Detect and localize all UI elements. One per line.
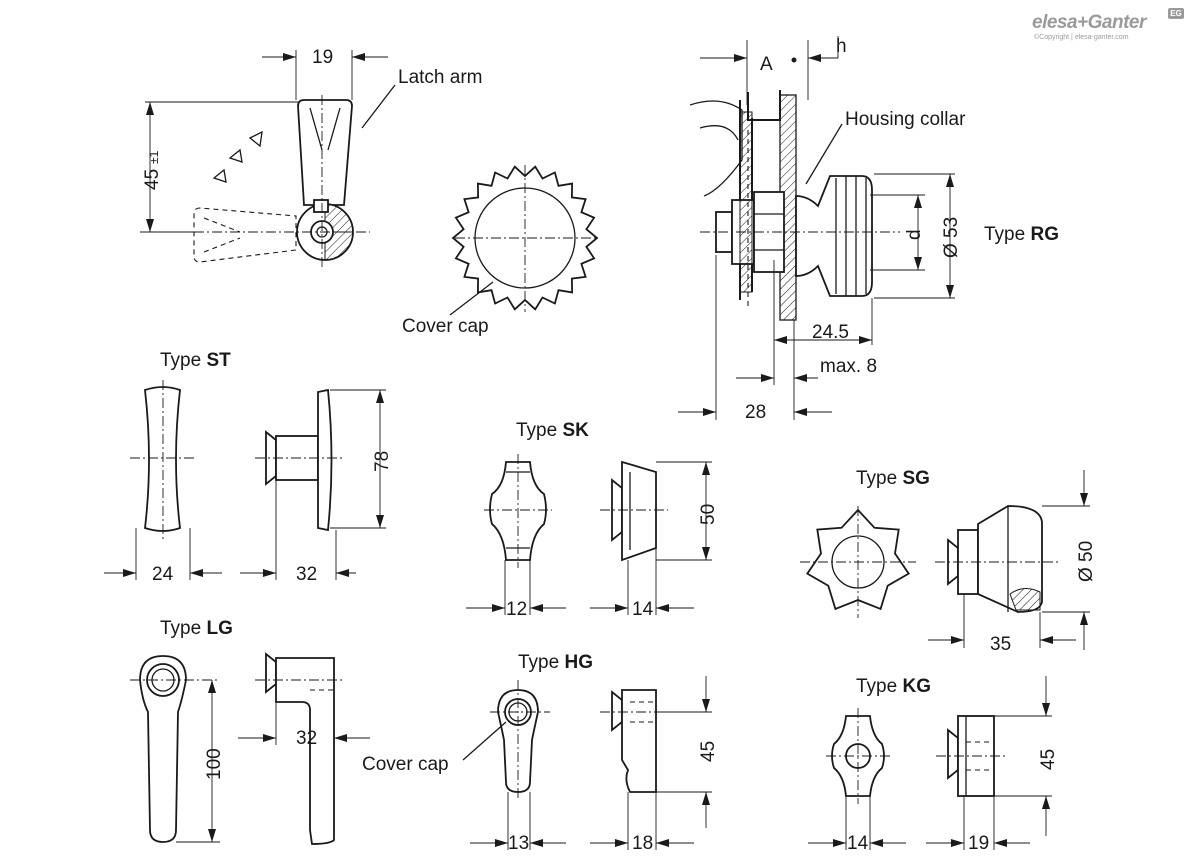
sg-diameter-dim: Ø 50	[1076, 541, 1097, 582]
type-hg: Type HG Cover cap 13 18 45	[362, 652, 719, 854]
latch-width-dim: 19	[312, 47, 333, 68]
latch-tolerance: ±1	[147, 150, 161, 164]
sk-width-dim: 12	[506, 599, 527, 620]
st-depth-dim: 32	[296, 564, 317, 585]
type-sg: Type SG Ø 50 35	[800, 468, 1097, 655]
type-sg-label: Type SG	[856, 468, 930, 489]
rg-max-dim: max. 8	[820, 356, 877, 377]
hg-depth-dim: 18	[632, 833, 653, 854]
type-lg: Type LG 100 32	[130, 618, 370, 845]
type-st: Type ST 24 32 78	[104, 350, 393, 585]
kg-depth-dim: 19	[968, 833, 989, 854]
type-lg-label: Type LG	[160, 618, 233, 639]
st-width-dim: 24	[152, 564, 174, 585]
rg-length-dim: 24.5	[812, 322, 849, 343]
type-sk: Type SK 12 14 50	[466, 420, 719, 620]
hg-cover-cap-label: Cover cap	[362, 754, 449, 775]
cover-cap-label: Cover cap	[402, 316, 489, 337]
sk-height-dim: 50	[698, 504, 719, 525]
dim-a: A	[760, 54, 773, 75]
lg-depth-dim: 32	[296, 728, 317, 749]
type-sk-label: Type SK	[516, 420, 589, 441]
cover-cap-view: Cover cap	[402, 165, 599, 337]
rg-diameter-dim: Ø 53	[941, 217, 962, 258]
sk-depth-dim: 14	[632, 599, 654, 620]
type-rg-label: Type RG	[984, 224, 1059, 245]
st-height-dim: 78	[372, 451, 393, 472]
logo-wordmark: elesa+Ganter	[1032, 12, 1146, 33]
type-st-label: Type ST	[160, 350, 231, 371]
rg-total-dim: 28	[745, 402, 766, 423]
latch-arm-view: 19 45 ±1 Latch arm	[140, 47, 482, 270]
latch-arm-label: Latch arm	[398, 67, 482, 88]
brand-logo: elesa+Ganter EG ©Copyright | elesa-gante…	[1032, 8, 1192, 44]
type-rg-assembly: A h Housing collar	[678, 36, 1059, 423]
type-kg-label: Type KG	[856, 676, 931, 697]
logo-badge: EG	[1168, 8, 1184, 19]
hg-height-dim: 45	[698, 741, 719, 762]
housing-collar-label: Housing collar	[845, 109, 966, 130]
lg-height-dim: 100	[204, 748, 225, 780]
hg-width-dim: 13	[508, 833, 529, 854]
type-hg-label: Type HG	[518, 652, 593, 673]
sg-depth-dim: 35	[990, 634, 1011, 655]
dim-d: d	[904, 229, 925, 240]
kg-height-dim: 45	[1038, 749, 1059, 770]
latch-height-dim: 45	[142, 169, 163, 190]
type-kg: Type KG 14 19 45	[808, 676, 1059, 854]
logo-copyright: ©Copyright | elesa-ganter.com	[1034, 34, 1129, 41]
kg-width-dim: 14	[847, 833, 869, 854]
dim-h: h	[836, 36, 847, 57]
